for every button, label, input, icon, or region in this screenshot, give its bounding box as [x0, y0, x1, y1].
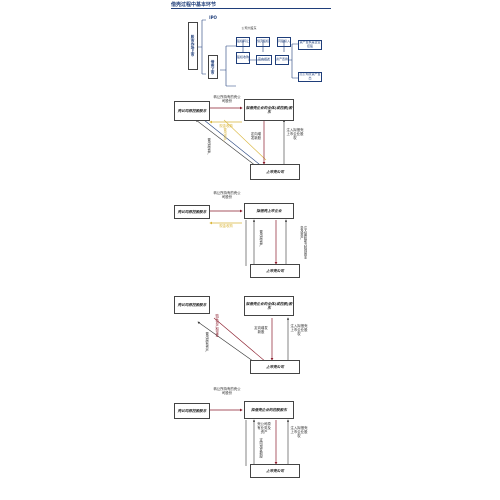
target-box: 拟借壳企业的全体(或控股)股东	[244, 99, 294, 121]
listed-company-box: 上市壳公司	[250, 164, 300, 180]
overview-node: 同股投入	[277, 37, 291, 47]
arrow-label: 定向增发新股	[250, 132, 262, 140]
shell-shareholder-box: 壳公司原控股股东	[174, 205, 210, 219]
shell-shareholder-box: 壳公司原控股股东	[174, 101, 210, 121]
arrow-label: 置出原资产	[206, 138, 211, 155]
left-label: 股市作场上市	[188, 22, 198, 70]
overview-node: 定向增发	[256, 55, 272, 65]
arrow-label: 置出原资产	[258, 230, 263, 247]
arrow-label: 购买资产和现金	[214, 314, 219, 338]
arrow-label: 转让所持有的壳公司股份	[213, 95, 241, 103]
overview-right-node: 资产置换是企业控股	[298, 40, 322, 50]
overview-node: 资产置换	[275, 55, 289, 65]
arrow-label: 注入拟借壳上市企业股权	[290, 426, 308, 438]
listed-company-box: 上市壳公司	[250, 464, 300, 478]
overview-right-node: 壳公司原资产置出	[298, 72, 322, 82]
listed-label: 借壳上市	[208, 55, 218, 79]
title-underline	[171, 8, 331, 9]
listed-company-box: 上市壳公司	[250, 360, 300, 374]
target-box: 拟借壳企业的控股股东	[244, 401, 294, 419]
arrow-label: 转让所持有的壳公司股份	[213, 387, 241, 395]
connector-lines	[195, 19, 298, 466]
page-title: 借壳过程中基本环节	[171, 2, 217, 8]
ipo-label: IPO	[209, 15, 217, 20]
arrow-label: 置出原有资产	[204, 332, 209, 352]
arrow-label: 置出资产	[222, 128, 227, 142]
arrow-label: 现金收购	[219, 224, 233, 228]
overview-node: 股权转让	[236, 37, 250, 47]
arrow-label: 注入盈利能力较强的业务及资产	[299, 226, 307, 259]
shell-shareholder-box: 壳公司原控股股东	[174, 403, 210, 419]
arrow-label: 注入拟借壳上市企业股权	[290, 324, 308, 336]
arrow-label: 转让所持有的壳公司股份	[213, 191, 241, 199]
arrow-label: 定向增发新股	[254, 326, 268, 334]
overview-node: 借壳股权	[256, 37, 270, 47]
arrow-label: 注入拟借壳上市企业股权	[286, 128, 304, 140]
shareholder-label: 公司大股东	[241, 26, 257, 30]
arrow-label: 现金收购	[219, 124, 233, 128]
target-box: 拟借壳企业的全体(或控股)股东	[244, 296, 294, 316]
arrow-label: 壳公司原有业务及资产	[257, 422, 271, 434]
listed-company-box: 上市壳公司	[250, 264, 300, 278]
overview-node: 股权收购	[236, 52, 250, 64]
shell-shareholder-box: 壳公司原控股股东	[174, 296, 210, 314]
document-page: 借壳过程中基本环节	[168, 0, 336, 500]
arrow-label: 定向增发新股	[258, 438, 263, 458]
target-box: 拟借壳上市企业	[244, 203, 294, 219]
